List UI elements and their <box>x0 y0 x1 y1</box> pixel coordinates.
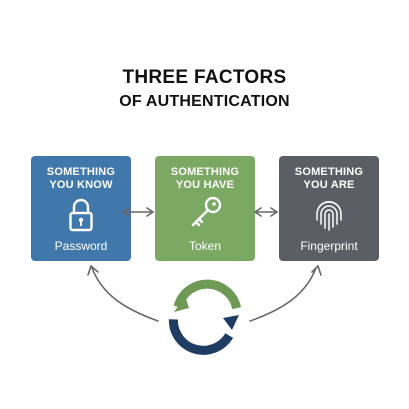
factor-heading-line-1: SOMETHING <box>170 166 240 178</box>
factor-heading: SOMETHING YOU HAVE <box>155 166 255 192</box>
key-icon <box>191 196 222 227</box>
factor-heading-line-2: YOU KNOW <box>49 179 113 191</box>
cycle-icon <box>168 279 242 355</box>
fingerprint-icon <box>316 201 342 231</box>
double-arrow-know-have <box>121 207 155 217</box>
factor-label: Password <box>54 239 108 253</box>
double-arrow-have-are <box>253 207 279 217</box>
factor-heading-line-2: YOU ARE <box>303 179 355 191</box>
factor-card-are: SOMETHING YOU ARE Fingerprint <box>279 156 379 261</box>
title-line-2: OF AUTHENTICATION <box>119 93 290 110</box>
factor-card-know: SOMETHING YOU KNOW Password <box>31 156 131 261</box>
factor-card-have: SOMETHING YOU HAVE Token <box>155 156 255 261</box>
factor-heading-line-1: SOMETHING <box>294 166 364 178</box>
curved-arrow-right <box>249 264 322 322</box>
factor-heading-line-1: SOMETHING <box>46 166 116 178</box>
title-line-1: THREE FACTORS <box>122 67 287 88</box>
factor-heading-line-2: YOU HAVE <box>175 179 235 191</box>
factor-label: Fingerprint <box>300 239 358 253</box>
padlock-icon <box>69 198 93 232</box>
factor-heading: SOMETHING YOU ARE <box>279 166 379 192</box>
factor-heading: SOMETHING YOU KNOW <box>31 166 131 192</box>
curved-arrow-left <box>87 264 159 322</box>
factor-label: Token <box>188 239 222 253</box>
